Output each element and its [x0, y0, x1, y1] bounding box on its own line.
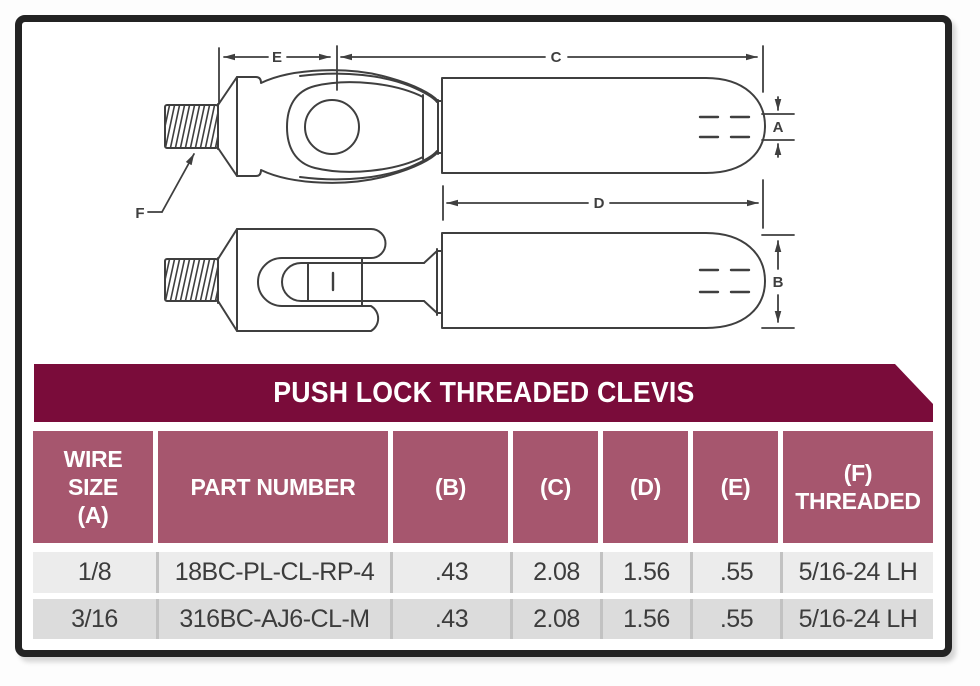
cell-b: .43 — [390, 599, 510, 639]
spec-table-header: WIRE SIZE (A) PART NUMBER (B) (C) (D) (E… — [33, 431, 933, 543]
column-header-d: (D) — [603, 431, 688, 543]
cell-part-number: 18BC-PL-CL-RP-4 — [156, 552, 390, 593]
cell-wire-size: 3/16 — [71, 604, 118, 633]
product-title-banner: PUSH LOCK THREADED CLEVIS — [34, 364, 933, 422]
cell-e: .55 — [690, 552, 780, 593]
cell-f-threaded: 5/16-24 LH — [780, 599, 933, 639]
cell-wire-size: 1/8 — [77, 558, 112, 586]
column-header-b: (B) — [393, 431, 508, 543]
cell-b: .43 — [390, 552, 510, 593]
column-header-e: (E) — [693, 431, 778, 543]
cell-f-threaded: 5/16-24 LH — [780, 552, 933, 593]
column-header-f-threaded: (F) THREADED — [783, 431, 933, 543]
cell-c: 2.08 — [510, 599, 600, 639]
column-header-c: (C) — [513, 431, 598, 543]
cell-c: 2.08 — [510, 552, 600, 593]
cell-d: 1.56 — [600, 599, 690, 639]
cell-part-number: 316BC-AJ6-CL-M — [156, 599, 390, 639]
spec-row: 3/16 316BC-AJ6-CL-M .43 2.08 1.56 .55 5/… — [33, 599, 933, 639]
cell-e: .55 — [690, 599, 780, 639]
column-header-part-number: PART NUMBER — [158, 431, 388, 543]
spec-row: 1/8 18BC-PL-CL-RP-4 .43 2.08 1.56 .55 5/… — [33, 552, 933, 593]
column-header-wire-size: WIRE SIZE (A) — [33, 431, 153, 543]
spec-table: WIRE SIZE (A) PART NUMBER (B) (C) (D) (E… — [33, 431, 933, 639]
product-title: PUSH LOCK THREADED CLEVIS — [272, 376, 695, 409]
cell-d: 1.56 — [600, 552, 690, 593]
